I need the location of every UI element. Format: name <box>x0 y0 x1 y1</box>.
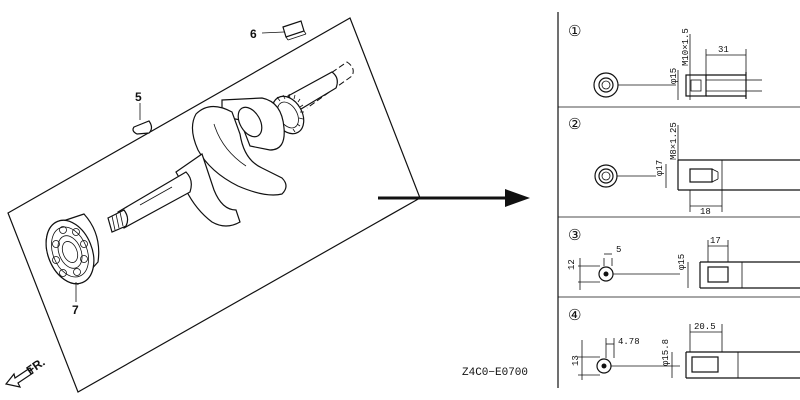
variant-2-dim-diameter: φ17 <box>655 160 665 176</box>
variant-2-number: ② <box>568 115 581 133</box>
variant-3-number: ③ <box>568 226 581 244</box>
variant-4-dim-length: 20.5 <box>694 322 716 332</box>
variant-1: ① φ15 M10×1.5 31 <box>568 22 762 100</box>
variant-1-dim-length: 31 <box>718 45 729 55</box>
part-number-5: 5 <box>135 90 142 104</box>
variant-1-dim-diameter: φ15 <box>669 68 679 84</box>
variant-1-number: ① <box>568 22 581 40</box>
variant-3-dim-diameter: φ15 <box>677 254 687 270</box>
part-number-6: 6 <box>250 27 257 41</box>
front-direction-indicator: FR. <box>4 355 48 388</box>
variant-3-dim-width: 5 <box>616 245 621 255</box>
variant-1-dim-thread: M10×1.5 <box>681 28 691 66</box>
variant-callout-arrow <box>378 189 530 207</box>
part-number-7: 7 <box>72 303 79 317</box>
variant-2: ② φ17 M8×1.25 18 <box>568 115 800 217</box>
variant-2-dim-length: 18 <box>700 207 711 217</box>
ball-bearing-part <box>45 213 100 302</box>
exploded-view: 6 5 <box>7 17 421 393</box>
variant-4-number: ④ <box>568 306 581 324</box>
variant-4: ④ 13 4.78 φ15.8 20.5 <box>568 306 800 380</box>
variant-2-dim-thread: M8×1.25 <box>669 122 679 160</box>
woodruff-key-part <box>132 103 153 135</box>
variant-4-dim-width: 4.78 <box>618 337 640 347</box>
variant-4-dim-height: 13 <box>571 355 581 366</box>
variant-4-dim-diameter: φ15.8 <box>661 339 671 366</box>
arrow-right-icon <box>505 189 530 207</box>
front-arrow-icon <box>4 367 34 388</box>
variants-panel: ① φ15 M10×1.5 31 ② <box>557 12 800 388</box>
crankshaft <box>107 61 354 233</box>
figure-code: Z4C0−E0700 <box>462 367 528 379</box>
variant-3: ③ 12 5 φ15 17 <box>567 226 800 290</box>
variant-3-dim-height: 12 <box>567 259 577 270</box>
key-part <box>261 20 307 41</box>
variant-3-dim-length: 17 <box>710 236 721 246</box>
